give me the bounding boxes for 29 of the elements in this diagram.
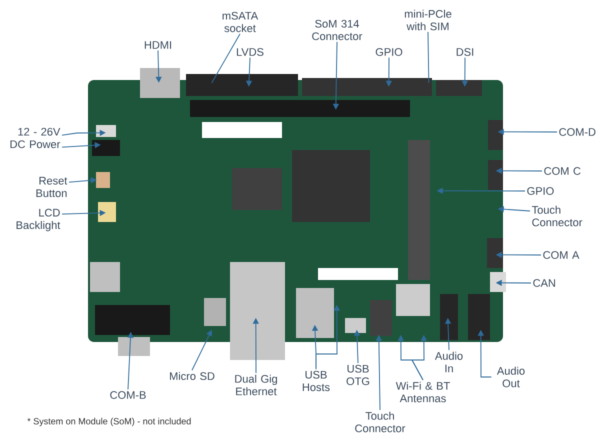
callout-label: GPIO xyxy=(527,187,554,195)
callout-label: COM A xyxy=(543,251,580,259)
callout-label: LCD Backlight xyxy=(16,208,60,232)
callout-label: DSI xyxy=(456,48,474,56)
leader-line xyxy=(211,33,240,84)
callout-label: Wi-Fi & BT Antennas xyxy=(396,382,450,402)
callout-label: CAN xyxy=(533,279,556,287)
callout-label: Micro SD xyxy=(170,372,214,380)
callout-label: LVDS xyxy=(236,48,264,56)
callout-label: mSATA socket xyxy=(222,12,258,32)
callout-label: COM C xyxy=(544,167,581,175)
callout-label: Touch Connector xyxy=(532,206,582,226)
callout-label: HDMI xyxy=(144,41,172,49)
callout-label: Dual Gig Ethernet xyxy=(235,374,277,396)
callout-label: 12 - 26V DC Power xyxy=(10,128,60,148)
callout-label: SoM 314 Connector xyxy=(312,20,362,40)
footnote: * System on Module (SoM) - not included xyxy=(27,418,191,426)
callout-label: COM-B xyxy=(110,391,146,399)
callout-label: mini-PCle with SIM xyxy=(404,10,452,30)
callout-label: Audio In xyxy=(434,352,463,372)
circuit-board-drawing xyxy=(88,68,506,360)
callout-label: USB Hosts xyxy=(302,370,330,392)
callout-label: Reset Button xyxy=(36,176,68,198)
callout-label: COM-D xyxy=(559,128,596,136)
callout-label: Touch Connector xyxy=(355,412,406,432)
callout-label: Audio Out xyxy=(496,366,525,388)
leader-line xyxy=(428,32,430,84)
callout-label: GPIO xyxy=(376,48,402,56)
callout-label: USB OTG xyxy=(346,364,370,386)
